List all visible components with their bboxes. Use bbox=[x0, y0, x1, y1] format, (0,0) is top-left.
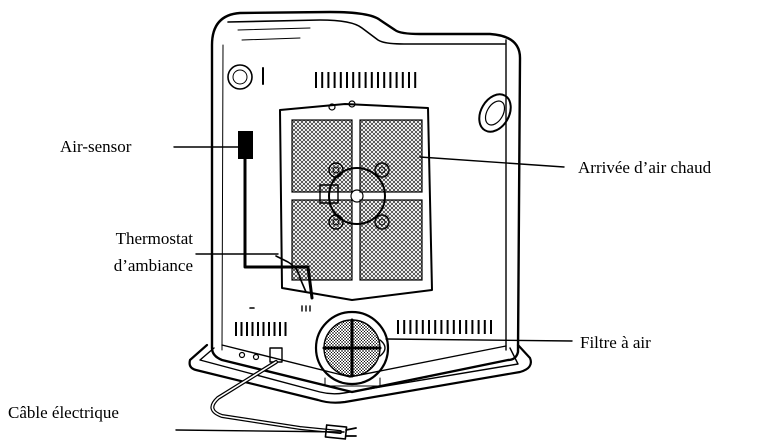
label-hot-air-inlet: Arrivée d’air chaud bbox=[578, 158, 712, 177]
base-tray bbox=[188, 343, 532, 404]
label-air-sensor: Air-sensor bbox=[60, 137, 132, 156]
leader-filter bbox=[385, 338, 573, 342]
label-cable: Câble électrique bbox=[8, 403, 119, 422]
power-cable bbox=[210, 360, 357, 440]
air-sensor-assembly bbox=[238, 131, 314, 300]
label-air-filter: Filtre à air bbox=[580, 333, 651, 352]
label-thermostat-line2: d’ambiance bbox=[114, 256, 193, 275]
lower-vents bbox=[235, 320, 492, 336]
fan-grille bbox=[279, 100, 433, 301]
right-side-knob bbox=[478, 93, 512, 133]
leader-lines bbox=[173, 146, 573, 433]
top-vents bbox=[315, 72, 417, 88]
heater-body bbox=[210, 10, 522, 394]
air-filter bbox=[314, 310, 390, 386]
top-left-knob bbox=[227, 64, 264, 90]
label-thermostat-line1: Thermostat bbox=[116, 229, 194, 248]
air-sensor-block bbox=[238, 131, 253, 159]
leader-cable bbox=[175, 429, 345, 433]
panel-marks bbox=[238, 305, 311, 361]
leader-hot-air bbox=[419, 156, 565, 168]
